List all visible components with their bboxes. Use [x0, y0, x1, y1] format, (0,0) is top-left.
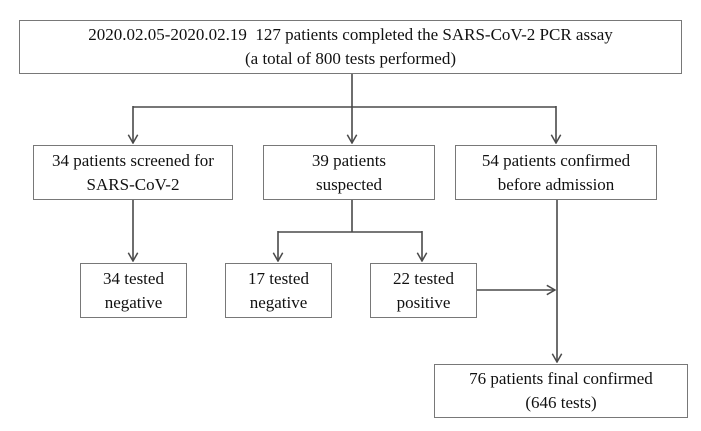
flow-node-suspected: 39 patients suspected [263, 145, 435, 200]
flow-node-tested-negative-34-text: 34 tested [103, 268, 164, 288]
flow-node-tested-positive-22-text: positive [396, 292, 451, 312]
flow-node-assay-summary-text: 2020.02.05-2020.02.19 127 patients compl… [88, 25, 613, 44]
flow-node-suspected-text: suspected [315, 174, 383, 194]
flow-node-confirmed-before-admission-text: before admission [497, 174, 615, 194]
flow-node-final-confirmed-text: 76 patients final confirmed [469, 369, 653, 388]
flow-node-tested-positive-22: 22 tested positive [370, 263, 477, 318]
flow-node-tested-negative-34-text: negative [104, 292, 163, 312]
flow-node-tested-negative-34: 34 tested negative [80, 263, 187, 318]
flow-node-suspected-text: 39 patients [311, 150, 387, 170]
flow-node-screened-text: 34 patients screened for [52, 150, 214, 170]
flow-node-tested-positive-22-text: 22 tested [393, 268, 454, 288]
flow-node-confirmed-before-admission: 54 patients confirmed before admission [455, 145, 657, 200]
flow-node-assay-summary-text: (a total of 800 tests performed) [244, 49, 456, 68]
flow-node-tested-negative-17-text: 17 tested [248, 268, 309, 288]
flow-node-tested-negative-17: 17 tested negative [225, 263, 332, 318]
flow-node-final-confirmed-text: (646 tests) [525, 393, 597, 412]
flow-node-final-confirmed: 76 patients final confirmed (646 tests) [434, 364, 688, 418]
connectors [133, 74, 557, 362]
flow-node-assay-summary: 2020.02.05-2020.02.19 127 patients compl… [19, 20, 682, 74]
flow-node-screened-text: SARS-CoV-2 [86, 174, 180, 194]
flow-node-tested-negative-17-text: negative [249, 292, 308, 312]
flow-node-confirmed-before-admission-text: 54 patients confirmed [481, 150, 631, 170]
